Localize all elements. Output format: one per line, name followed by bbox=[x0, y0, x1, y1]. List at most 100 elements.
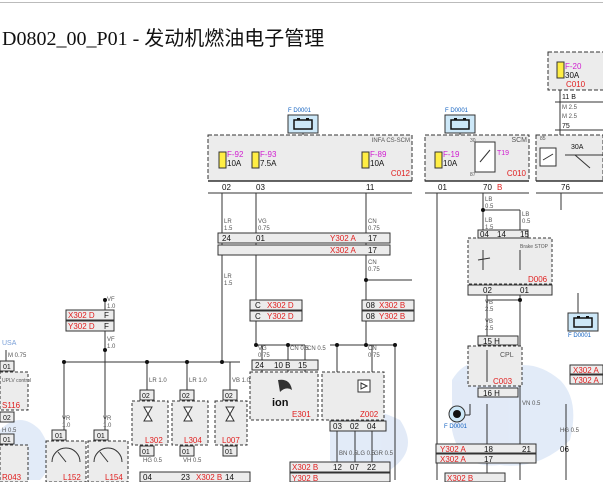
svg-text:X302 A: X302 A bbox=[330, 246, 356, 255]
svg-text:VR: VR bbox=[62, 416, 71, 422]
fuse-box-topright: F-20 30A C010 11 B M 2.5 M 2.5 75 bbox=[547, 51, 603, 135]
svg-text:15 H: 15 H bbox=[483, 337, 500, 346]
svg-text:01: 01 bbox=[97, 433, 105, 440]
fuse-box-bsm: INFA CS-SCM F-92 10A F-93 7.5A F-89 10A … bbox=[207, 134, 413, 194]
svg-text:H 0.5: H 0.5 bbox=[2, 428, 17, 434]
svg-text:CN 0.5: CN 0.5 bbox=[290, 346, 309, 352]
svg-text:LB: LB bbox=[522, 212, 529, 218]
connector-x302b-bottom: X302 B 12 07 22 Y302 B bbox=[289, 461, 391, 482]
fuse-box-header: INFA CS-SCM bbox=[372, 138, 410, 144]
svg-text:07: 07 bbox=[350, 463, 359, 472]
svg-text:17: 17 bbox=[368, 234, 377, 243]
svg-text:16 H: 16 H bbox=[483, 389, 500, 398]
svg-text:F: F bbox=[104, 311, 109, 320]
svg-text:VG: VG bbox=[258, 346, 267, 352]
svg-text:01: 01 bbox=[520, 286, 529, 295]
svg-text:02: 02 bbox=[225, 393, 233, 400]
svg-text:LG 0.5: LG 0.5 bbox=[357, 451, 376, 457]
wire-gauge-labels: LR1.5 VG0.75 CN0.75 LR1.5 CN0.75 LB0.5 L… bbox=[2, 197, 580, 464]
svg-text:VB: VB bbox=[485, 319, 493, 325]
svg-text:01: 01 bbox=[182, 449, 190, 456]
svg-text:Brake STOP: Brake STOP bbox=[520, 244, 549, 250]
svg-text:1.0: 1.0 bbox=[62, 423, 71, 429]
svg-text:01: 01 bbox=[225, 449, 233, 456]
svg-text:Y302 B: Y302 B bbox=[292, 474, 318, 482]
svg-text:GR 0.5: GR 0.5 bbox=[374, 451, 394, 457]
svg-text:R043: R043 bbox=[2, 473, 22, 482]
fuse-rating: 30A bbox=[565, 71, 580, 80]
svg-text:01: 01 bbox=[3, 364, 11, 371]
pin-number: B bbox=[497, 183, 502, 192]
fuse-rating: 7.5A bbox=[260, 159, 277, 168]
svg-text:VG: VG bbox=[258, 219, 267, 225]
fuse-name: F-92 bbox=[227, 150, 244, 159]
svg-text:0.5: 0.5 bbox=[485, 204, 494, 210]
pin-number: 03 bbox=[256, 183, 265, 192]
svg-text:S116: S116 bbox=[2, 401, 21, 410]
power-source-3: F D0001 bbox=[567, 312, 599, 339]
svg-text:Y302 D: Y302 D bbox=[267, 312, 294, 321]
svg-text:X302 D: X302 D bbox=[267, 301, 294, 310]
svg-text:23: 23 bbox=[181, 473, 190, 482]
relay-box-right: 30A 85 76 bbox=[535, 134, 603, 194]
relay-pin: 85 bbox=[540, 136, 546, 142]
svg-text:C: C bbox=[255, 312, 261, 321]
svg-text:2.5: 2.5 bbox=[485, 307, 494, 313]
svg-text:LR 1.0: LR 1.0 bbox=[189, 378, 207, 384]
svg-text:L152: L152 bbox=[63, 473, 81, 482]
svg-text:04: 04 bbox=[367, 422, 376, 431]
component-s116: USA 01 UPLV control S116 02 01 R043 bbox=[0, 340, 31, 482]
svg-text:1.0: 1.0 bbox=[103, 423, 112, 429]
component-l152: 01 L152 bbox=[45, 429, 87, 482]
svg-text:2.5: 2.5 bbox=[485, 326, 494, 332]
svg-text:L302: L302 bbox=[145, 436, 163, 445]
svg-text:VR: VR bbox=[103, 416, 112, 422]
connector-x302b-mid: 08 X302 B 08 Y302 B bbox=[361, 299, 415, 322]
svg-text:LR: LR bbox=[224, 274, 232, 280]
connector-x302d-mid: C X302 D C Y302 D bbox=[249, 299, 303, 322]
svg-text:VF: VF bbox=[107, 337, 115, 343]
svg-text:01: 01 bbox=[256, 234, 265, 243]
component-z002: Z002 03 02 04 bbox=[321, 371, 387, 432]
fuse-name: F-89 bbox=[370, 150, 387, 159]
svg-text:01: 01 bbox=[142, 449, 150, 456]
svg-text:04: 04 bbox=[143, 473, 152, 482]
svg-text:C003: C003 bbox=[493, 377, 513, 386]
svg-text:15: 15 bbox=[520, 230, 529, 239]
svg-text:VB: VB bbox=[485, 300, 493, 306]
svg-text:Y302 A: Y302 A bbox=[573, 376, 599, 385]
svg-text:08: 08 bbox=[366, 312, 375, 321]
power-source-1: F D0001 bbox=[287, 108, 319, 138]
fuse-name: F-93 bbox=[260, 150, 277, 159]
svg-text:14: 14 bbox=[225, 473, 234, 482]
svg-text:02: 02 bbox=[142, 393, 150, 400]
svg-text:VN 0.5: VN 0.5 bbox=[522, 401, 541, 407]
svg-text:D006: D006 bbox=[528, 275, 548, 284]
svg-text:0.5: 0.5 bbox=[522, 219, 531, 225]
pin-number: 11 bbox=[366, 183, 375, 192]
svg-text:02: 02 bbox=[3, 415, 11, 422]
relay-rating: 30A bbox=[571, 144, 584, 151]
svg-text:X302 B: X302 B bbox=[292, 463, 318, 472]
battery-icon bbox=[444, 114, 476, 134]
svg-text:Y302 A: Y302 A bbox=[330, 234, 356, 243]
svg-text:C: C bbox=[255, 301, 261, 310]
svg-text:0.75: 0.75 bbox=[258, 226, 270, 232]
svg-text:17: 17 bbox=[368, 246, 377, 255]
svg-text:02: 02 bbox=[483, 286, 492, 295]
svg-text:HG 0.5: HG 0.5 bbox=[560, 428, 580, 434]
power-source-label: F D0001 bbox=[288, 108, 312, 114]
svg-text:0.75: 0.75 bbox=[258, 353, 270, 359]
svg-text:01: 01 bbox=[3, 437, 11, 444]
svg-text:Y302 B: Y302 B bbox=[379, 312, 405, 321]
svg-text:1.0: 1.0 bbox=[107, 304, 116, 310]
svg-text:LR 1.0: LR 1.0 bbox=[149, 378, 167, 384]
svg-text:06: 06 bbox=[560, 445, 569, 454]
svg-text:L154: L154 bbox=[105, 473, 123, 482]
wire-label: 11 B bbox=[562, 94, 576, 101]
component-l302: 02 L302 01 bbox=[131, 389, 169, 457]
svg-text:22: 22 bbox=[367, 463, 376, 472]
connector-x302d-left: X302 D F Y302 D F bbox=[65, 309, 115, 332]
svg-text:X302 B: X302 B bbox=[447, 474, 473, 482]
